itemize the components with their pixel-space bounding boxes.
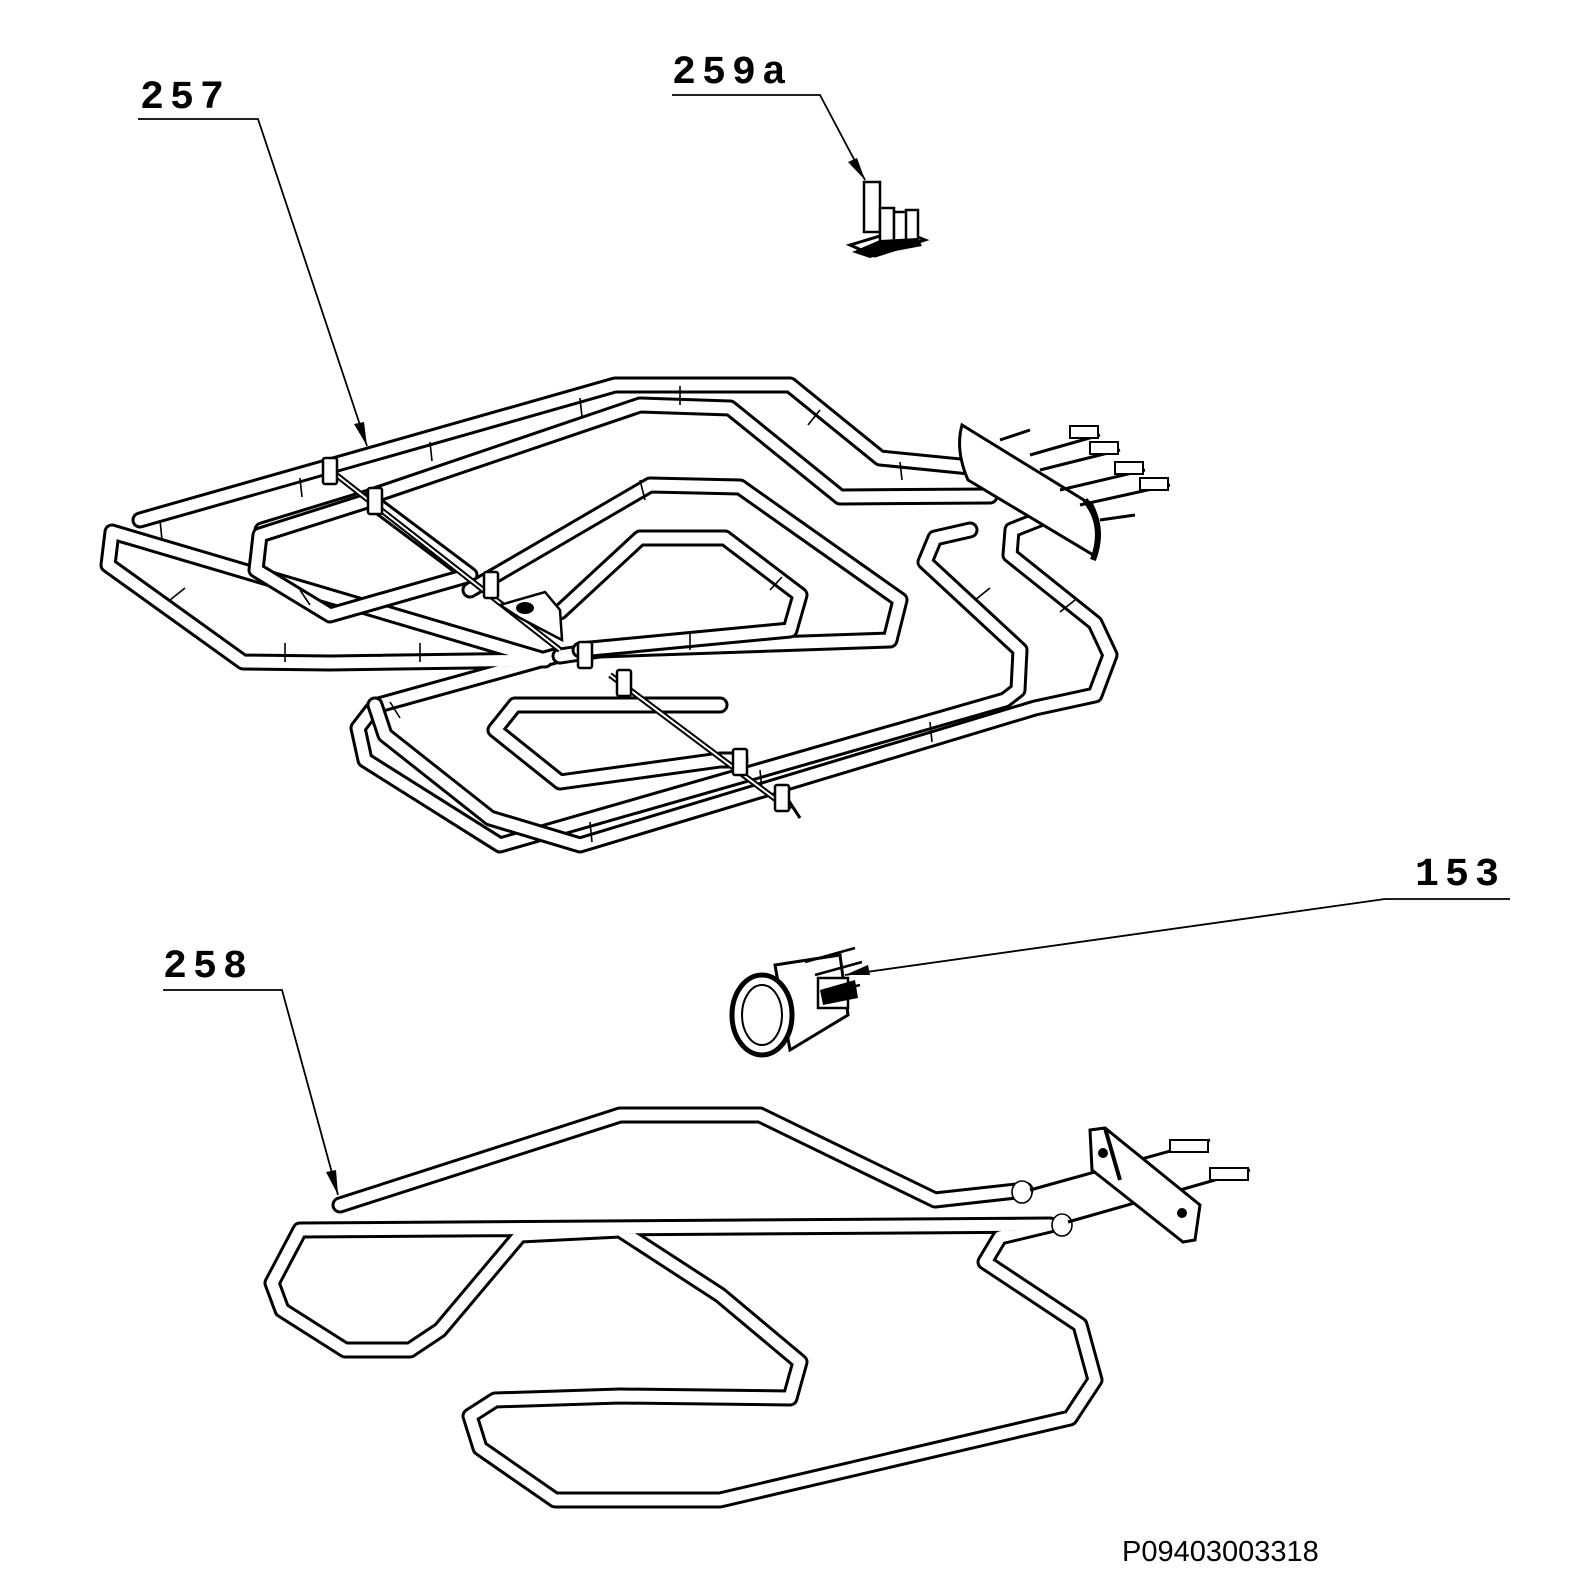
center-bracket (497, 590, 564, 643)
tube-clips (321, 456, 791, 813)
terminal-flange-258 (1088, 1126, 1202, 1244)
terminal-flange-257 (958, 422, 1171, 562)
callout-label-257: 257 (140, 76, 230, 121)
callout-label-153: 153 (1415, 853, 1505, 898)
callout-153: 153 (844, 853, 1510, 976)
callout-257: 257 (138, 76, 368, 447)
lamp-assembly-153 (729, 946, 863, 1058)
terminal-block-259a (845, 180, 930, 258)
callout-label-259a: 259a (672, 51, 792, 96)
drawing-code: P09403003318 (1122, 1536, 1319, 1568)
callout-258: 258 (163, 945, 339, 1196)
grill-heating-element-257 (108, 385, 1171, 845)
callout-259a: 259a (672, 51, 866, 181)
terminal-lugs-258 (1169, 1139, 1249, 1181)
bottom-heating-element-258 (272, 1115, 1251, 1500)
tube-joint-marks (1011, 1180, 1073, 1237)
callout-label-258: 258 (163, 945, 253, 990)
